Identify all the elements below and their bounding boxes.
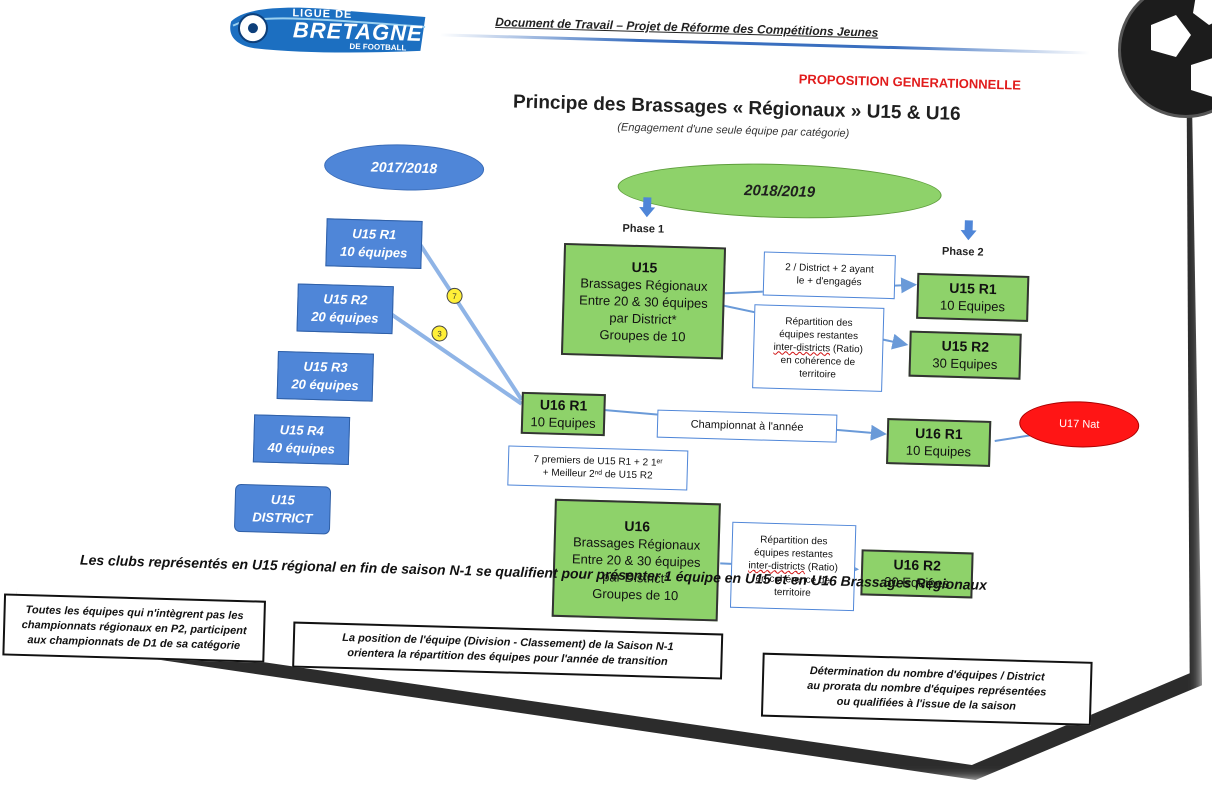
box-title: U16 R1: [539, 396, 588, 414]
box-title: U16 R2: [893, 556, 942, 574]
qualification-note: 7 premiers de U15 R1 + 2 1ᵉʳ + Meilleur …: [507, 445, 689, 491]
line-r1-to-u16r1: [417, 241, 524, 401]
u15-r1-result-box: U15 R1 10 Equipes: [916, 272, 1030, 322]
box-count: 20 équipes: [291, 376, 359, 394]
u16-r1-center-box: U16 R1 10 Equipes: [520, 391, 606, 437]
note-line: territoire: [799, 368, 837, 381]
box-label: U15: [270, 491, 295, 508]
district-selection-note: 2 / District + 2 ayant le + d'engagés: [762, 251, 896, 300]
box-title: U16: [624, 517, 651, 534]
box-label: U15 R3: [303, 358, 348, 375]
u15-district-box: U15 DISTRICT: [233, 483, 332, 535]
box-title: U15 R2: [941, 337, 990, 355]
u15-r2-box: U15 R2 20 équipes: [296, 283, 394, 335]
box-title: U16 R1: [914, 424, 963, 443]
u15-r2-result-box: U15 R2 30 Equipes: [908, 330, 1022, 380]
box-line: Entre 20 & 30 équipes: [578, 291, 709, 311]
box-line: par District*: [609, 309, 677, 327]
note-ratio: (Ratio): [830, 342, 864, 355]
box-count: 40 équipes: [267, 439, 336, 457]
arrow-down-icon: [960, 220, 977, 241]
note-emphasis: inter-districts: [773, 341, 831, 354]
note-line: + Meilleur 2ⁿᵈ de U15 R2: [542, 467, 653, 482]
league-logo: [230, 7, 426, 53]
u15-r3-box: U15 R3 20 équipes: [276, 350, 374, 402]
championnat-label: Championnat à l'année: [656, 409, 838, 443]
box-count: 20 équipes: [311, 308, 379, 326]
logo-line3: DE FOOTBALL: [349, 41, 407, 53]
repartition-note-u16: Répartition des équipes restantes inter-…: [729, 521, 857, 612]
u16-r1-result-box: U16 R1 10 Equipes: [886, 418, 992, 467]
box-line: 30 Equipes: [932, 355, 998, 373]
repartition-note: Répartition des équipes restantes inter-…: [752, 304, 885, 392]
arrow-down-icon: [639, 197, 656, 218]
box-line: 10 Equipes: [939, 297, 1006, 315]
note-line: en cohérence de: [780, 354, 856, 368]
box-line: Groupes de 10: [592, 585, 679, 603]
box-label: U15 R4: [279, 422, 324, 439]
phase2-label: Phase 2: [941, 245, 984, 259]
football-pattern: [1151, 0, 1212, 97]
box-count: DISTRICT: [252, 509, 313, 527]
phase1-label: Phase 1: [622, 222, 665, 236]
box-label: U15 R1: [352, 226, 397, 243]
footnote-left: Toutes les équipes qui n'intègrent pas l…: [2, 593, 266, 663]
u15-r1-box: U15 R1 10 équipes: [325, 218, 423, 269]
box-line: 10 Equipes: [905, 442, 972, 460]
footnote-right: Détermination du nombre d'équipes / Dist…: [760, 652, 1093, 726]
line-r2-to-u16r1: [386, 310, 523, 406]
u16-brassage-box: U16 Brassages Régionaux Entre 20 & 30 éq…: [551, 498, 721, 622]
box-title: U15 R1: [949, 279, 997, 298]
u15-brassage-box: U15 Brassages Régionaux Entre 20 & 30 éq…: [560, 242, 727, 360]
box-count: 10 équipes: [339, 243, 408, 261]
box-label: U15 R2: [323, 291, 368, 308]
box-line: Groupes de 10: [599, 326, 686, 344]
note-line: le + d'engagés: [796, 275, 862, 289]
box-title: U15: [631, 258, 658, 276]
box-line: 10 Equipes: [530, 414, 596, 431]
u15-r4-box: U15 R4 40 équipes: [252, 414, 351, 466]
